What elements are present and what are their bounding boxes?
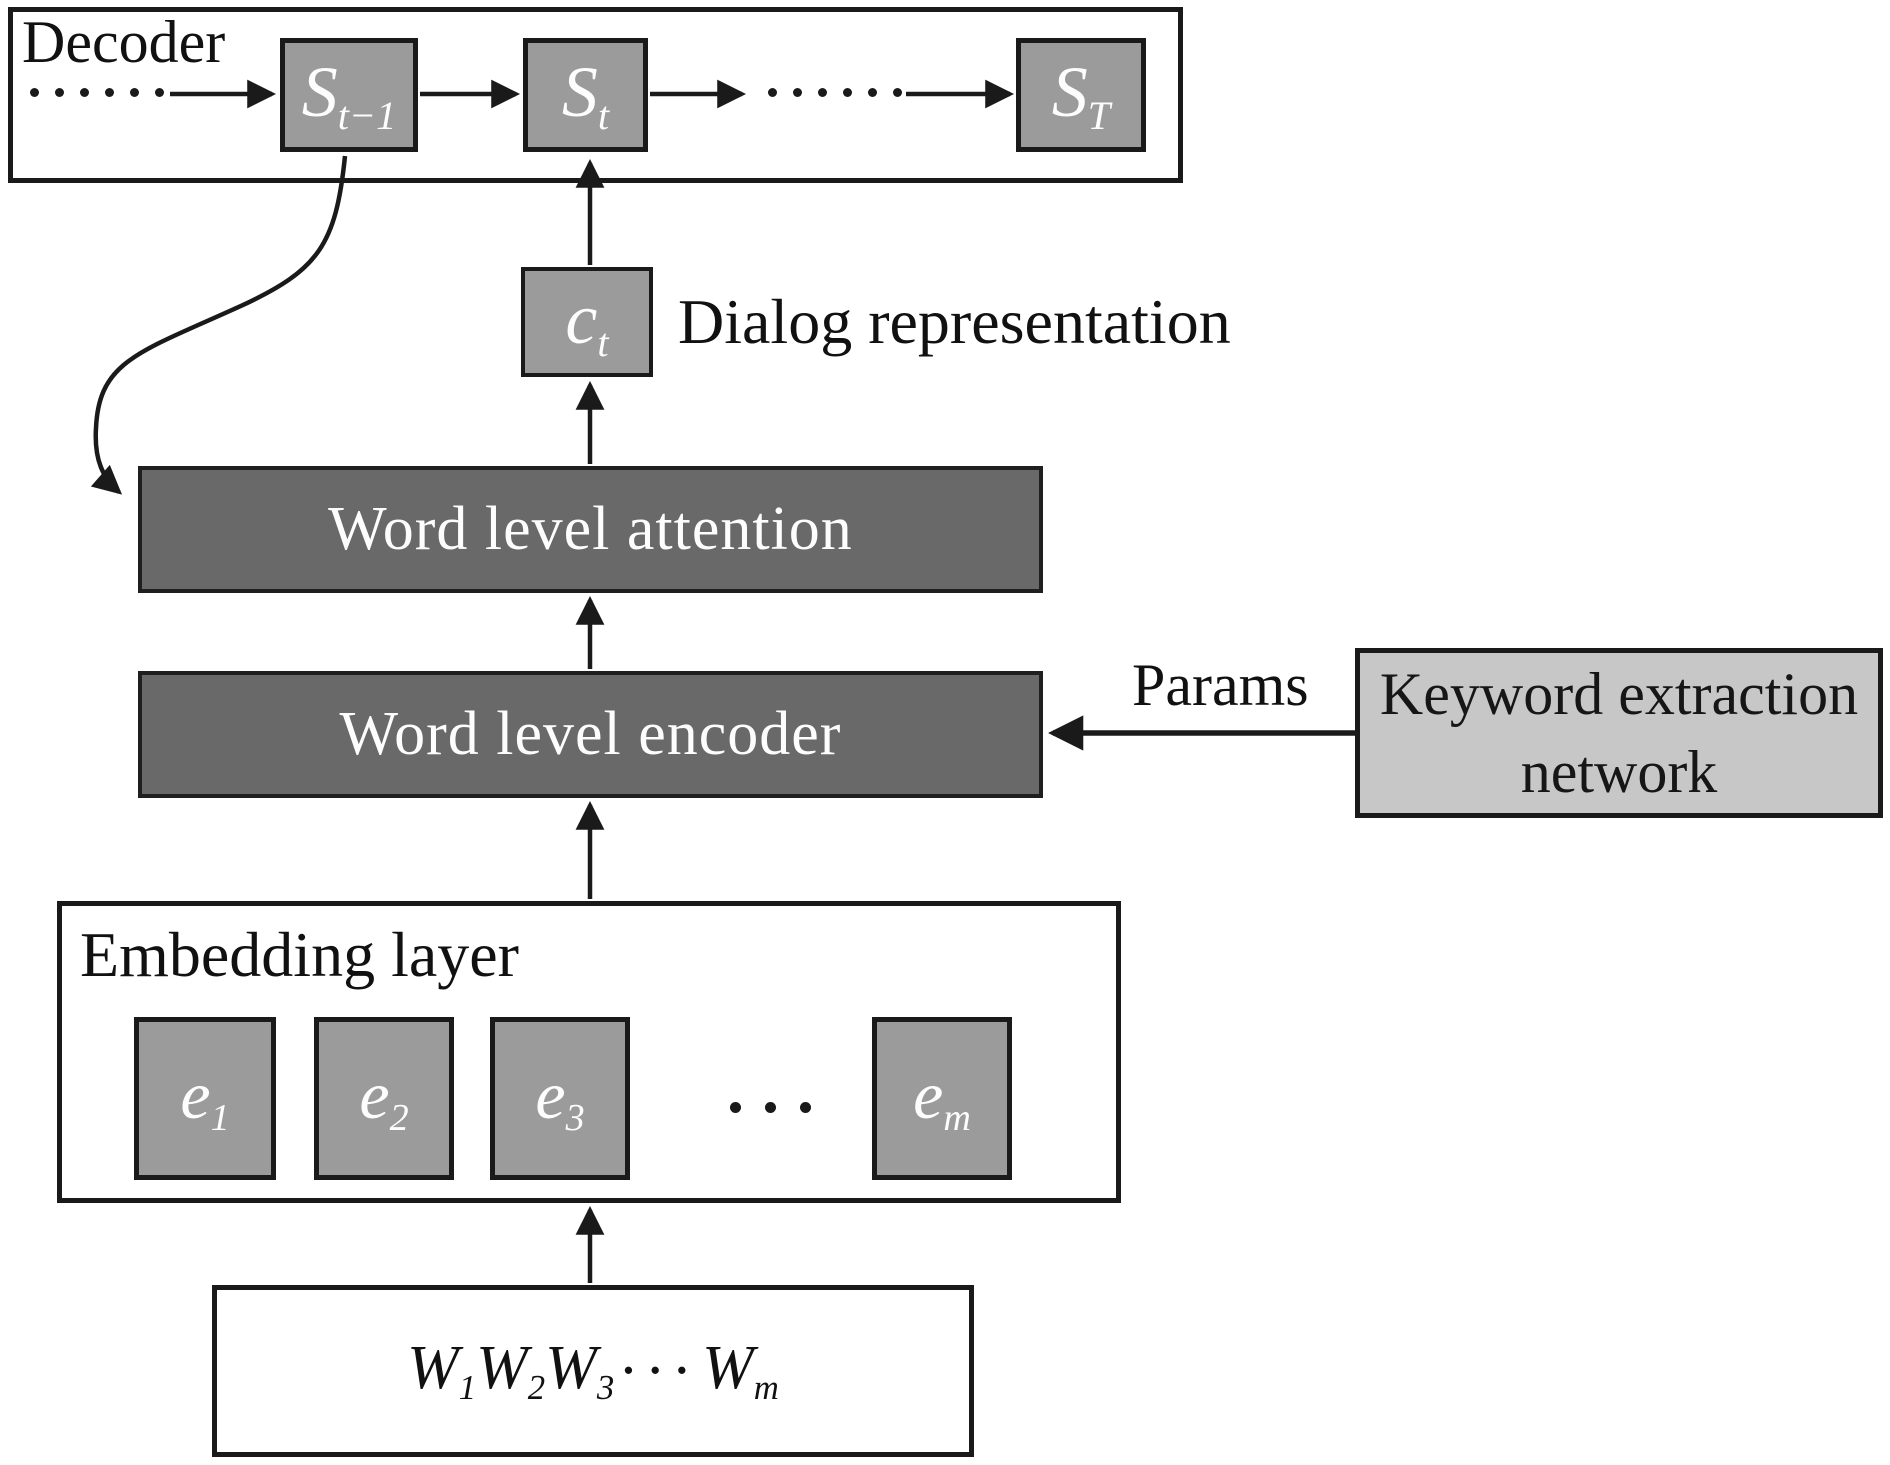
embedding-item-e1: e1 bbox=[134, 1017, 276, 1180]
decoder-state-s-t: St bbox=[523, 38, 648, 152]
word-level-encoder-label: Word level encoder bbox=[339, 700, 842, 768]
input-token-w1: W1 bbox=[407, 1334, 477, 1408]
embedding-label-em: em bbox=[913, 1057, 971, 1140]
state-label-s-t: St bbox=[561, 52, 610, 138]
embedding-item-em: em bbox=[872, 1017, 1012, 1180]
decoder-state-s-t-minus-1: St−1 bbox=[280, 38, 418, 152]
embedding-item-e2: e2 bbox=[314, 1017, 454, 1180]
embedding-ellipsis bbox=[730, 1102, 811, 1113]
input-token-w2: W2 bbox=[476, 1334, 546, 1408]
embedding-item-e3: e3 bbox=[490, 1017, 630, 1180]
keyword-extraction-network-box: Keyword extraction network bbox=[1355, 648, 1883, 818]
params-label: Params bbox=[1132, 652, 1309, 718]
input-token-wm: Wm bbox=[702, 1334, 779, 1408]
curve-s-t-minus-1-to-attention bbox=[90, 155, 348, 495]
word-level-encoder-bar: Word level encoder bbox=[138, 671, 1043, 798]
decoder-mid-ellipsis bbox=[768, 88, 902, 97]
word-level-attention-bar: Word level attention bbox=[138, 466, 1043, 593]
embedding-label-e1: e1 bbox=[180, 1057, 230, 1140]
state-label-s-t-minus-1: St−1 bbox=[301, 52, 397, 138]
word-level-attention-label: Word level attention bbox=[328, 495, 853, 563]
input-ellipsis: ··· bbox=[618, 1336, 699, 1405]
decoder-label: Decoder bbox=[22, 9, 226, 75]
decoder-state-s-T: ST bbox=[1016, 38, 1146, 152]
context-vector-label: ct bbox=[565, 279, 609, 365]
embedding-label-e2: e2 bbox=[359, 1057, 409, 1140]
embedding-label-e3: e3 bbox=[535, 1057, 585, 1140]
decoder-left-ellipsis bbox=[30, 88, 164, 97]
dialog-representation-label: Dialog representation bbox=[678, 286, 1231, 357]
keyword-network-label-line2: network bbox=[1520, 739, 1718, 805]
context-vector-box: ct bbox=[521, 267, 653, 377]
keyword-network-label-line1: Keyword extraction bbox=[1379, 661, 1859, 727]
embedding-layer-label: Embedding layer bbox=[80, 919, 519, 990]
input-token-w3: W3 bbox=[545, 1334, 615, 1408]
state-label-s-T: ST bbox=[1051, 52, 1111, 138]
